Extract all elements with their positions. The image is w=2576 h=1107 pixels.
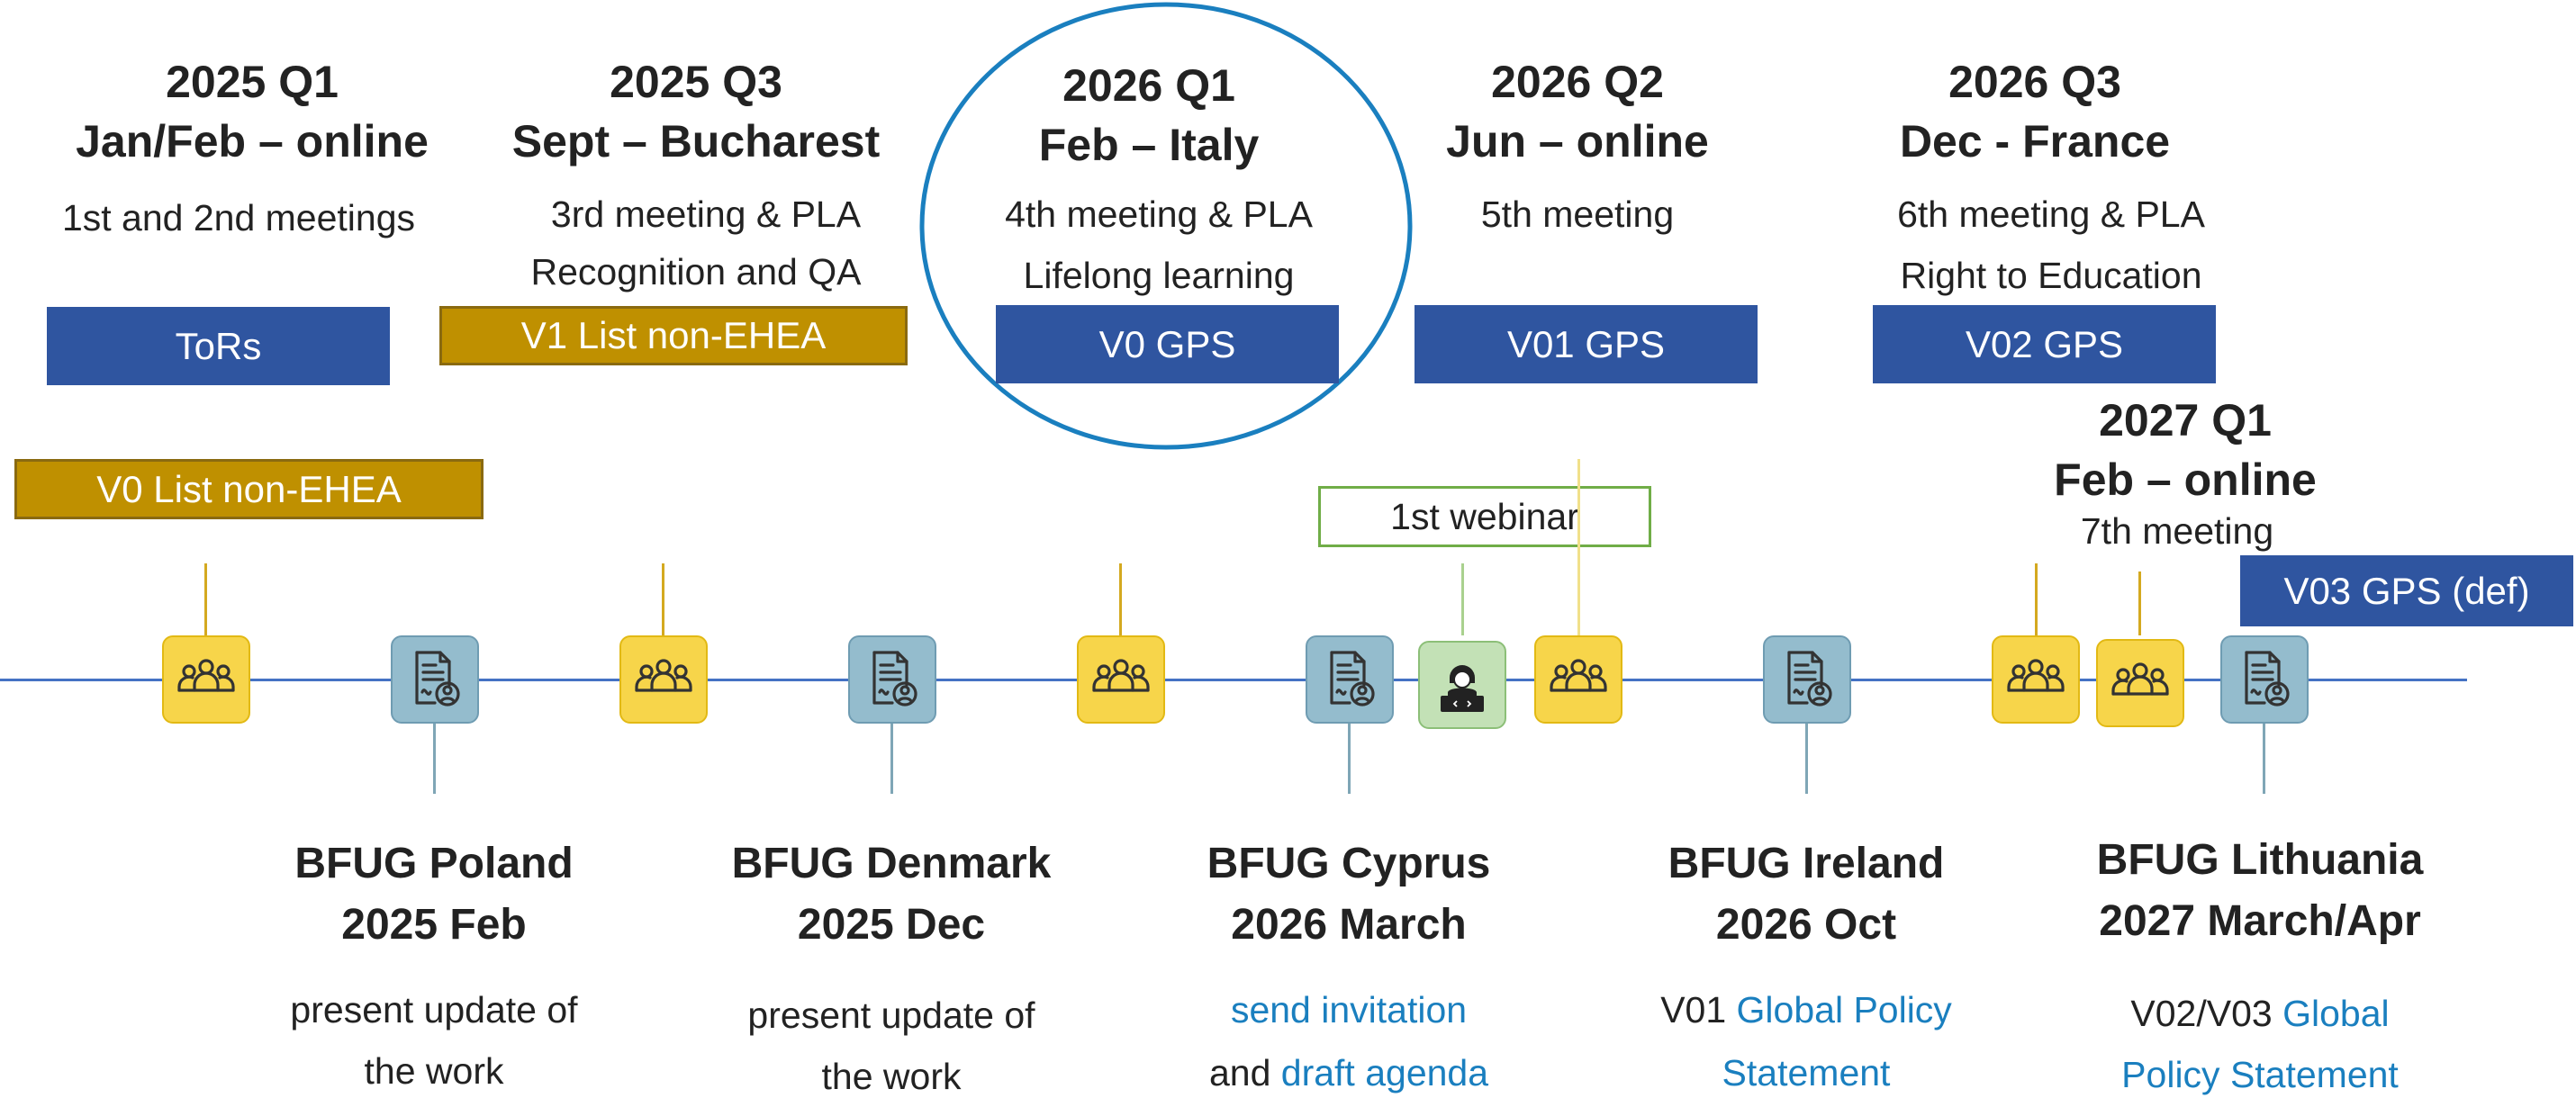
connector-line [2138, 572, 2141, 635]
connector-line [433, 724, 436, 794]
connector-line [204, 563, 207, 635]
event-quarter: 2025 Q3 [610, 57, 782, 107]
send-invitation-link[interactable]: send invitation [1230, 989, 1468, 1030]
event-quarter: 2026 Q1 [1062, 60, 1235, 111]
event-desc: 1st and 2nd meetings [61, 197, 416, 238]
document-signature-icon [2220, 635, 2309, 724]
event-desc: 5th meeting [1480, 194, 1675, 235]
event-place: Feb – Italy [1038, 120, 1260, 170]
document-signature-icon [848, 635, 936, 724]
list-non-ehea-box: V1 List non-EHEA [439, 306, 908, 365]
meeting-icon [162, 635, 250, 724]
event-quarter: 2026 Q3 [1948, 57, 2121, 107]
event-desc: 4th meeting & PLA [1005, 194, 1313, 235]
event-desc: Recognition and QA [530, 251, 862, 292]
statement-link[interactable]: Statement [1722, 1052, 1891, 1094]
event-place: Dec - France [1899, 116, 2171, 166]
event-quarter: 2026 Q2 [1491, 57, 1664, 107]
event-desc: Lifelong learning [1023, 255, 1295, 296]
list-non-ehea-box: V0 List non-EHEA [14, 459, 484, 519]
event-place: Sept – Bucharest [511, 116, 881, 166]
bfug-note: present update of [290, 989, 578, 1030]
policy-statement-link[interactable]: Policy Statement [2121, 1054, 2399, 1095]
bfug-title: BFUG Lithuania [2096, 836, 2424, 884]
meeting-icon [1077, 635, 1165, 724]
bfug-title: BFUG Denmark [731, 840, 1052, 887]
bfug-date: 2025 Dec [797, 901, 986, 949]
meeting-icon [1534, 635, 1622, 724]
bfug-note: the work [821, 1056, 962, 1097]
highlight-circle [919, 2, 1413, 450]
tors-box: ToRs [47, 307, 390, 385]
document-signature-icon [1306, 635, 1394, 724]
connector-line [1577, 459, 1580, 635]
bfug-note: V01 Global Policy [1660, 979, 1952, 1040]
event-quarter: 2025 Q1 [166, 57, 339, 107]
meeting-icon [1992, 635, 2080, 724]
meeting-icon [2096, 639, 2184, 727]
connector-line [1461, 563, 1464, 635]
event-desc: 3rd meeting & PLA [550, 194, 862, 235]
bfug-title: BFUG Cyprus [1207, 840, 1491, 887]
bfug-date: 2026 Oct [1715, 901, 1897, 949]
connector-line [1348, 724, 1351, 794]
event-place: Jan/Feb – online [76, 116, 429, 166]
bfug-title: BFUG Ireland [1668, 840, 1945, 887]
bfug-date: 2027 March/Apr [2099, 897, 2421, 945]
event-desc: 6th meeting & PLA [1897, 194, 2205, 235]
connector-line [1805, 724, 1808, 794]
event-desc: 7th meeting [2080, 510, 2274, 552]
bfug-note: and draft agenda [1209, 1042, 1488, 1103]
event-place: Feb – online [2054, 454, 2317, 505]
document-signature-icon [1763, 635, 1851, 724]
event-desc: Right to Education [1900, 255, 2202, 296]
webinar-coder-icon [1418, 641, 1506, 729]
bfug-note-text: V01 [1660, 989, 1737, 1030]
bfug-note: the work [364, 1050, 504, 1092]
bfug-note-text: and [1208, 1052, 1281, 1094]
webinar-label: 1st webinar [1390, 495, 1579, 537]
document-signature-icon [391, 635, 479, 724]
connector-line [2035, 563, 2038, 635]
meeting-icon [619, 635, 708, 724]
webinar-label-box: 1st webinar [1318, 486, 1651, 547]
bfug-note: present update of [747, 994, 1035, 1036]
bfug-date: 2026 March [1231, 901, 1467, 949]
connector-line [662, 563, 664, 635]
gps-box: V0 GPS [996, 305, 1339, 383]
bfug-note: V02/V03 Global [2130, 983, 2389, 1044]
global-link[interactable]: Global [2282, 993, 2390, 1034]
gps-final-box: V03 GPS (def) [2237, 553, 2576, 629]
timeline-axis [0, 679, 2467, 681]
event-quarter: 2027 Q1 [2099, 395, 2272, 446]
bfug-title: BFUG Poland [294, 840, 574, 887]
bfug-note-text: V02/V03 [2130, 993, 2283, 1034]
gps-box: V02 GPS [1873, 305, 2216, 383]
connector-line [2263, 724, 2265, 794]
gps-box: V01 GPS [1415, 305, 1758, 383]
bfug-date: 2025 Feb [341, 901, 527, 949]
connector-line [1119, 563, 1122, 635]
event-place: Jun – online [1446, 116, 1709, 166]
connector-line [890, 724, 893, 794]
global-policy-link[interactable]: Global Policy [1736, 989, 1952, 1030]
draft-agenda-link[interactable]: draft agenda [1280, 1052, 1489, 1094]
